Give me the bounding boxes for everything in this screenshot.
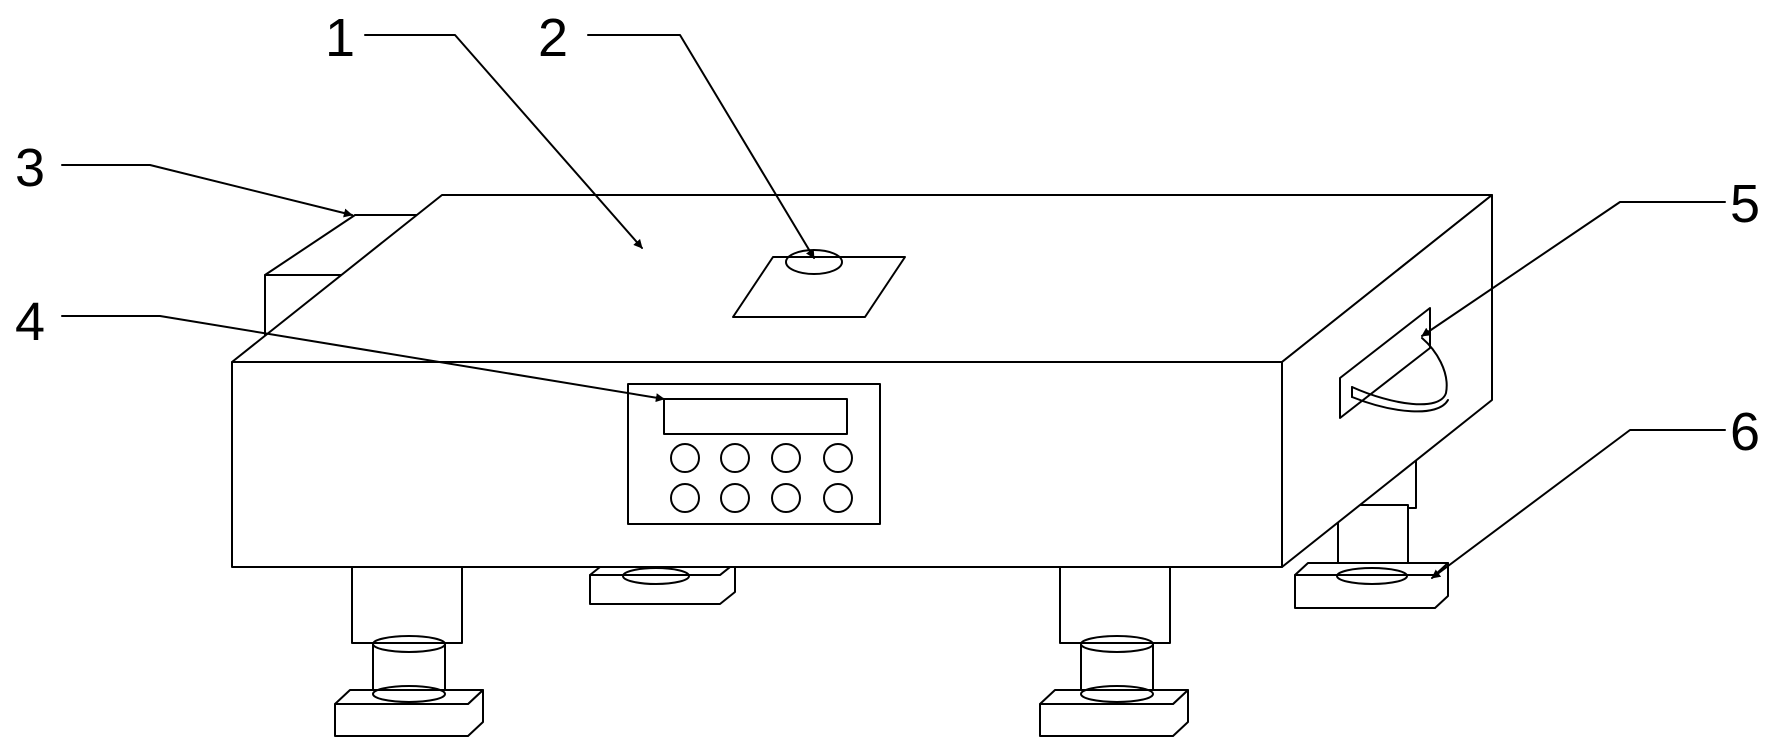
callout-6: 6 xyxy=(1730,402,1760,462)
front-left-leg xyxy=(334,566,484,737)
display-screen xyxy=(663,398,848,435)
leader-5 xyxy=(1421,201,1726,337)
callout-4: 4 xyxy=(15,292,45,352)
front-right-leg xyxy=(1039,566,1189,737)
top-button xyxy=(732,249,906,318)
leader-lines xyxy=(61,34,1726,579)
callout-2: 2 xyxy=(538,8,568,68)
callout-5: 5 xyxy=(1730,174,1760,234)
leader-2 xyxy=(587,34,815,259)
side-handle xyxy=(1339,307,1449,419)
leader-4 xyxy=(61,315,665,403)
control-panel xyxy=(627,383,881,525)
leader-1 xyxy=(364,34,643,249)
keypad xyxy=(670,443,853,513)
leader-3 xyxy=(61,164,353,218)
callout-3: 3 xyxy=(15,138,45,198)
callout-1: 1 xyxy=(325,8,355,68)
leader-6 xyxy=(1431,429,1726,579)
